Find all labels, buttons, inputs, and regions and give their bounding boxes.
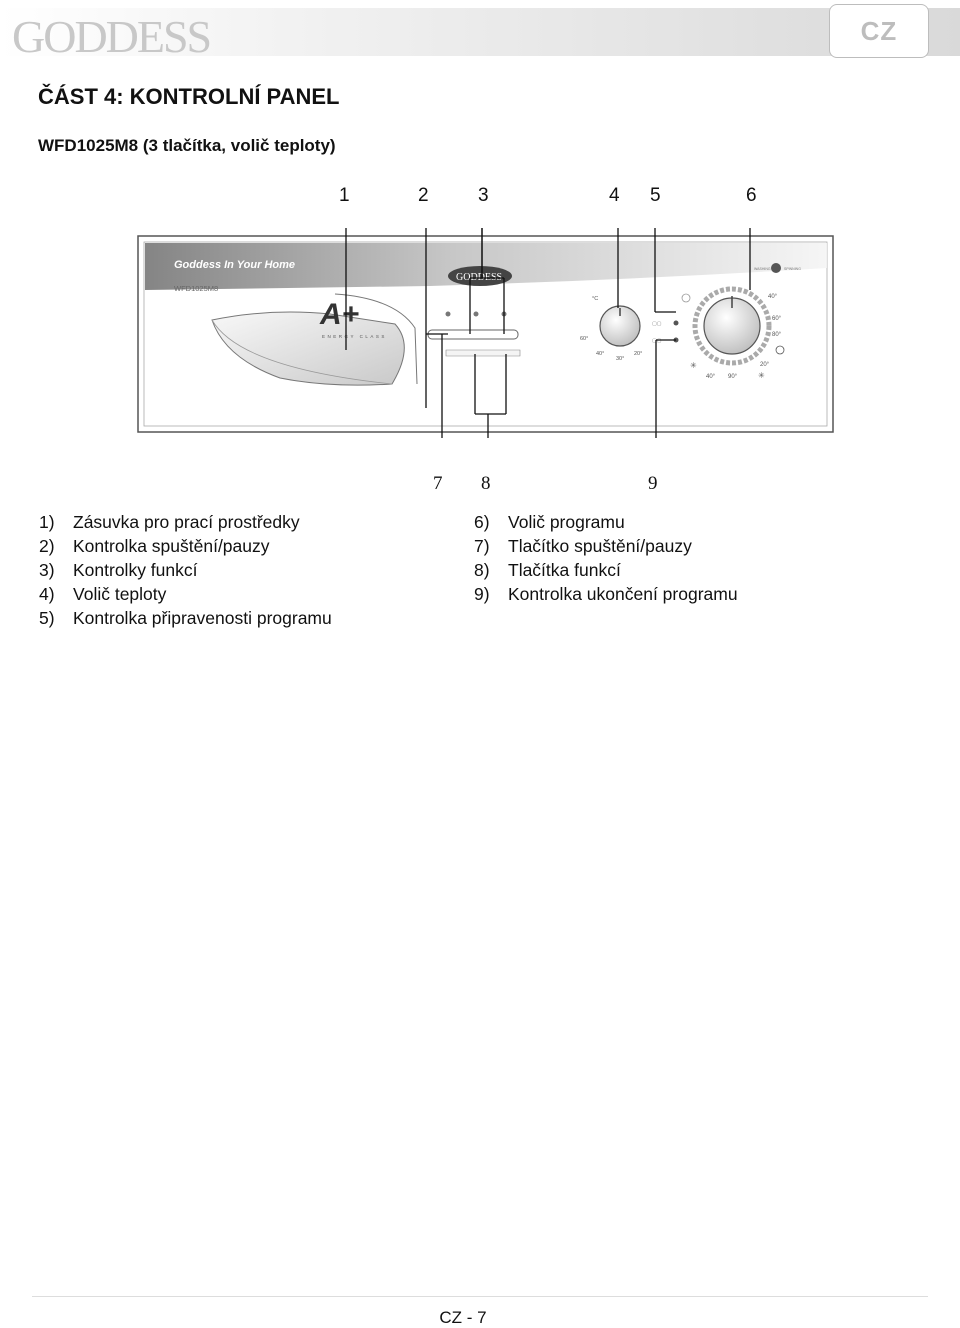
legend-right: 6)Volič programu 7)Tlačítko spuštění/pau… bbox=[474, 510, 738, 606]
model-title: WFD1025M8 (3 tlačítka, volič teploty) bbox=[38, 136, 336, 155]
callout-3: 3 bbox=[478, 185, 489, 206]
temperature-knob bbox=[599, 305, 641, 347]
legend-item: 3)Kontrolky funkcí bbox=[39, 560, 198, 580]
svg-text:▢▢: ▢▢ bbox=[652, 338, 662, 344]
energy-class-badge: A+ bbox=[319, 298, 359, 331]
svg-text:60°: 60° bbox=[580, 336, 588, 342]
language-badge: CZ bbox=[829, 4, 929, 58]
callout-9: 9 bbox=[648, 473, 658, 494]
legend-item: 1)Zásuvka pro prací prostředky bbox=[39, 512, 300, 532]
svg-text:80°: 80° bbox=[772, 332, 782, 338]
program-ready-led bbox=[673, 320, 679, 326]
control-panel-illustration: Goddess In Your Home WFD1025M8 A+ ENERGY… bbox=[137, 228, 834, 438]
callout-8: 8 bbox=[481, 473, 491, 494]
callout-6: 6 bbox=[746, 185, 757, 206]
svg-text:WASHING: WASHING bbox=[754, 267, 771, 271]
program-dial-ring bbox=[692, 286, 772, 366]
svg-text:20°: 20° bbox=[760, 362, 770, 368]
goddess-logo: GODDESS bbox=[10, 8, 250, 62]
svg-text:20°: 20° bbox=[634, 351, 642, 357]
legend-item: 9)Kontrolka ukončení programu bbox=[474, 584, 738, 604]
svg-text:40°: 40° bbox=[706, 374, 716, 380]
start-pause-led bbox=[445, 311, 451, 317]
svg-text:30°: 30° bbox=[616, 356, 624, 362]
svg-text:SPINNING: SPINNING bbox=[784, 267, 801, 271]
svg-text:90°: 90° bbox=[728, 374, 738, 380]
callout-5: 5 bbox=[650, 185, 661, 206]
svg-text:✳: ✳ bbox=[690, 361, 697, 370]
logo-text: GODDESS bbox=[12, 11, 210, 58]
panel-logo bbox=[448, 266, 512, 286]
page-number: CZ - 7 bbox=[439, 1308, 487, 1327]
function-led-1 bbox=[473, 311, 479, 317]
callout-7: 7 bbox=[433, 473, 443, 494]
callout-1: 1 bbox=[339, 185, 350, 206]
footer-divider bbox=[32, 1296, 928, 1297]
header-bar bbox=[0, 8, 960, 56]
callout-2: 2 bbox=[418, 185, 429, 206]
legend-item: 6)Volič programu bbox=[474, 512, 625, 532]
svg-text:40°: 40° bbox=[768, 294, 778, 300]
legend-item: 8)Tlačítka funkcí bbox=[474, 560, 621, 580]
svg-text:✳: ✳ bbox=[758, 371, 765, 380]
energy-class-label: ENERGY CLASS bbox=[322, 334, 387, 339]
legend-item: 2)Kontrolka spuštění/pauzy bbox=[39, 536, 270, 556]
svg-text:°C: °C bbox=[592, 296, 598, 302]
svg-text:40°: 40° bbox=[596, 351, 604, 357]
svg-text:60°: 60° bbox=[772, 316, 782, 322]
legend-item: 7)Tlačítko spuštění/pauzy bbox=[474, 536, 692, 556]
callout-4: 4 bbox=[609, 185, 620, 206]
legend-item: 4)Volič teploty bbox=[39, 584, 167, 604]
svg-text:▢▢: ▢▢ bbox=[652, 321, 662, 327]
panel-model-label: WFD1025M8 bbox=[174, 284, 218, 293]
section-title: ČÁST 4: KONTROLNÍ PANEL bbox=[38, 84, 340, 109]
brand-tagline: Goddess In Your Home bbox=[174, 259, 295, 271]
legend-left: 1)Zásuvka pro prací prostředky 2)Kontrol… bbox=[39, 510, 332, 630]
legend-item: 5)Kontrolka připravenosti programu bbox=[39, 608, 332, 628]
